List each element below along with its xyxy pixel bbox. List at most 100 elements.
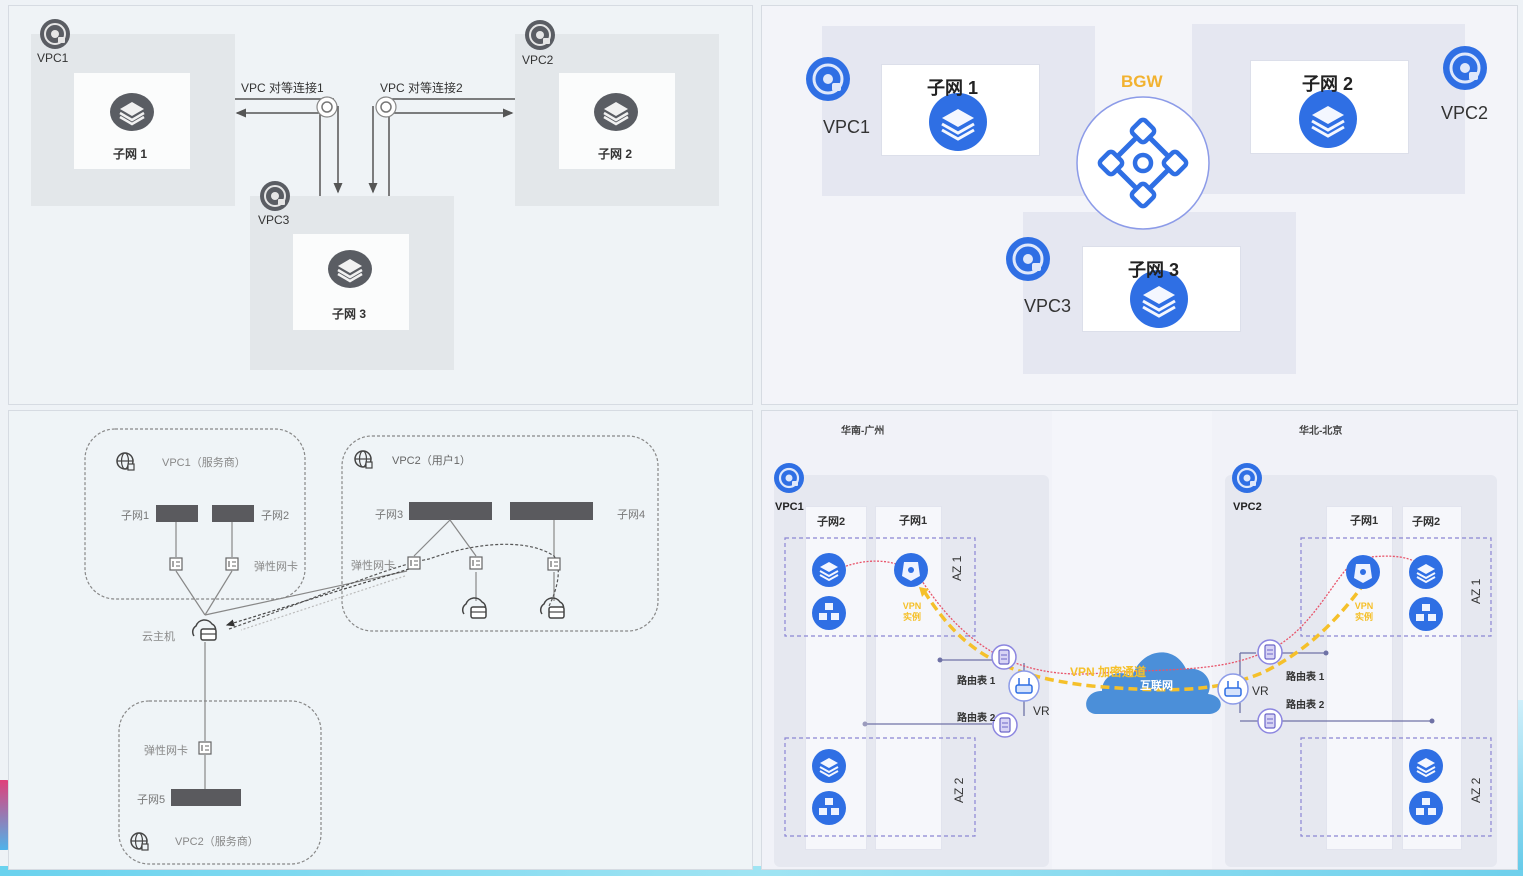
subnet-2-label: 子网2 [261, 510, 290, 522]
eni-label: 弹性网卡 [144, 745, 188, 757]
vpc3-icon [1004, 235, 1052, 283]
subnet-column-label: 子网1 [899, 515, 928, 527]
subnet-3-label: 子网 3 [332, 307, 367, 321]
vpc1-icon [39, 18, 71, 50]
route-table-2-icon [1257, 708, 1283, 734]
subnet-1-label: 子网 1 [113, 147, 148, 161]
bgw-diagram: VPC1 VPC2 VPC3 子网 1 子网 2 子网 3 BGW [761, 5, 1518, 405]
az1-left-label: AZ 1 [950, 555, 964, 581]
az2-left-box [784, 737, 976, 837]
internet-cloud-icon [1086, 652, 1221, 714]
peering-connection-1-label: VPC 对等连接1 [241, 81, 324, 95]
route-table-1-label: 路由表 1 [957, 676, 996, 687]
subnet-icon [1408, 554, 1444, 590]
vpn-instance-label-right: VPN 实例 [1354, 601, 1374, 622]
eni-label: 弹性网卡 [254, 561, 298, 573]
route-table-2-label: 路由表 2 [1286, 700, 1325, 711]
eni-icon [169, 557, 183, 571]
vr-label: VR [1252, 684, 1269, 698]
vpc2-user-label: VPC2（用户1） [392, 455, 471, 467]
cloud-host-icon [461, 597, 487, 619]
vpc3-label: VPC3 [258, 213, 290, 227]
vr-label: VR [1033, 704, 1050, 718]
subnet-2-icon [592, 91, 640, 133]
subnet-1-label: 子网 1 [927, 78, 979, 98]
vpc2-label: VPC2 [522, 53, 554, 67]
bgw-label: BGW [1121, 72, 1163, 91]
background-decoration [1515, 700, 1523, 870]
az1-right-box [1300, 537, 1492, 637]
vpc1-globe-icon [116, 452, 135, 471]
vpc1-label: VPC1 [823, 117, 871, 137]
vpc2-icon [524, 19, 556, 51]
subnet-1-label: 子网1 [121, 510, 150, 522]
route-table-2-label: 路由表 2 [957, 713, 996, 724]
eni-icon [225, 557, 239, 571]
vpc3-icon [259, 180, 291, 212]
region-beijing-label: 华北-北京 [1299, 426, 1343, 437]
container-icon [1409, 597, 1443, 631]
subnet-2-icon [1297, 88, 1359, 150]
cloud-host-icon [539, 597, 565, 619]
vpc1-label: VPC1 [37, 51, 69, 65]
cloud-host-label: 云主机 [142, 631, 175, 643]
eni-icon [198, 741, 212, 755]
cloud-host-icon [191, 619, 217, 641]
subnet1-column-left [875, 506, 942, 850]
region-guangzhou-label: 华南-广州 [841, 426, 885, 437]
vpc1-icon [804, 55, 852, 103]
subnet-2-label: 子网 2 [1302, 74, 1354, 94]
virtual-router-icon [1008, 670, 1040, 702]
vpc2-icon [1441, 44, 1489, 92]
subnet-3-label: 子网 3 [1128, 260, 1180, 280]
subnet-icon [811, 748, 847, 784]
vpn-instance-label-left: VPN 实例 [902, 601, 922, 622]
subnet-3-icon [326, 248, 374, 290]
eni-icon [469, 556, 483, 570]
subnet-icon [1408, 748, 1444, 784]
subnet-1-icon [927, 91, 989, 153]
subnet-3-bar [409, 502, 492, 520]
vpc2-provider-label: VPC2（服务商） [175, 836, 259, 848]
route-table-2-icon [992, 712, 1018, 738]
subnet-3-label: 子网3 [375, 509, 404, 521]
route-table-1-icon [991, 644, 1017, 670]
vpc2-user-globe-icon [354, 450, 373, 469]
subnet-icon [811, 552, 847, 588]
subnet-column-label: 子网2 [1412, 516, 1441, 528]
vpc2-icon [1230, 461, 1264, 495]
subnet-column-label: 子网1 [1350, 515, 1379, 527]
route-table-1-icon [1257, 639, 1283, 665]
background-decoration [0, 866, 1523, 876]
vpn-gateway-icon [894, 553, 928, 587]
container-icon [812, 596, 846, 630]
az2-right-box [1300, 737, 1492, 837]
az2-left-label: AZ 2 [952, 777, 966, 803]
route-table-1-label: 路由表 1 [1286, 672, 1325, 683]
subnet-5-bar [171, 789, 241, 806]
eni-icon [547, 557, 561, 571]
peering-connection-2-label: VPC 对等连接2 [380, 81, 463, 95]
vpc1-icon [772, 461, 806, 495]
vpc2-label: VPC2 [1233, 501, 1262, 513]
eni-label: 弹性网卡 [351, 560, 395, 572]
vpn-tunnel-label: VPN 加密通道 [1070, 665, 1147, 679]
vpc1-provider-label: VPC1（服务商） [162, 457, 246, 469]
subnet-2-bar [212, 505, 254, 522]
vpc2-provider-globe-icon [130, 832, 149, 851]
peering-connection-2-icon [375, 96, 397, 118]
vpn-graphics [772, 461, 1492, 837]
subnet-1-icon [108, 91, 156, 133]
eni-diagram: VPC1（服务商） VPC2（用户1） VPC2（服务商） 子网1 子网2 子网… [8, 410, 753, 870]
internet-label: 互联网 [1140, 680, 1173, 692]
peering-connection-1-icon [316, 96, 338, 118]
bgw-graphics [804, 44, 1489, 330]
az1-right-label: AZ 1 [1469, 578, 1483, 604]
virtual-router-icon [1217, 673, 1249, 705]
subnet-5-label: 子网5 [137, 794, 166, 806]
subnet-4-label: 子网4 [617, 509, 646, 521]
vpn-gateway-icon [1346, 555, 1380, 589]
vpc2-user-box [341, 435, 659, 632]
bgw-icon [1076, 96, 1210, 230]
az2-right-label: AZ 2 [1469, 777, 1483, 803]
